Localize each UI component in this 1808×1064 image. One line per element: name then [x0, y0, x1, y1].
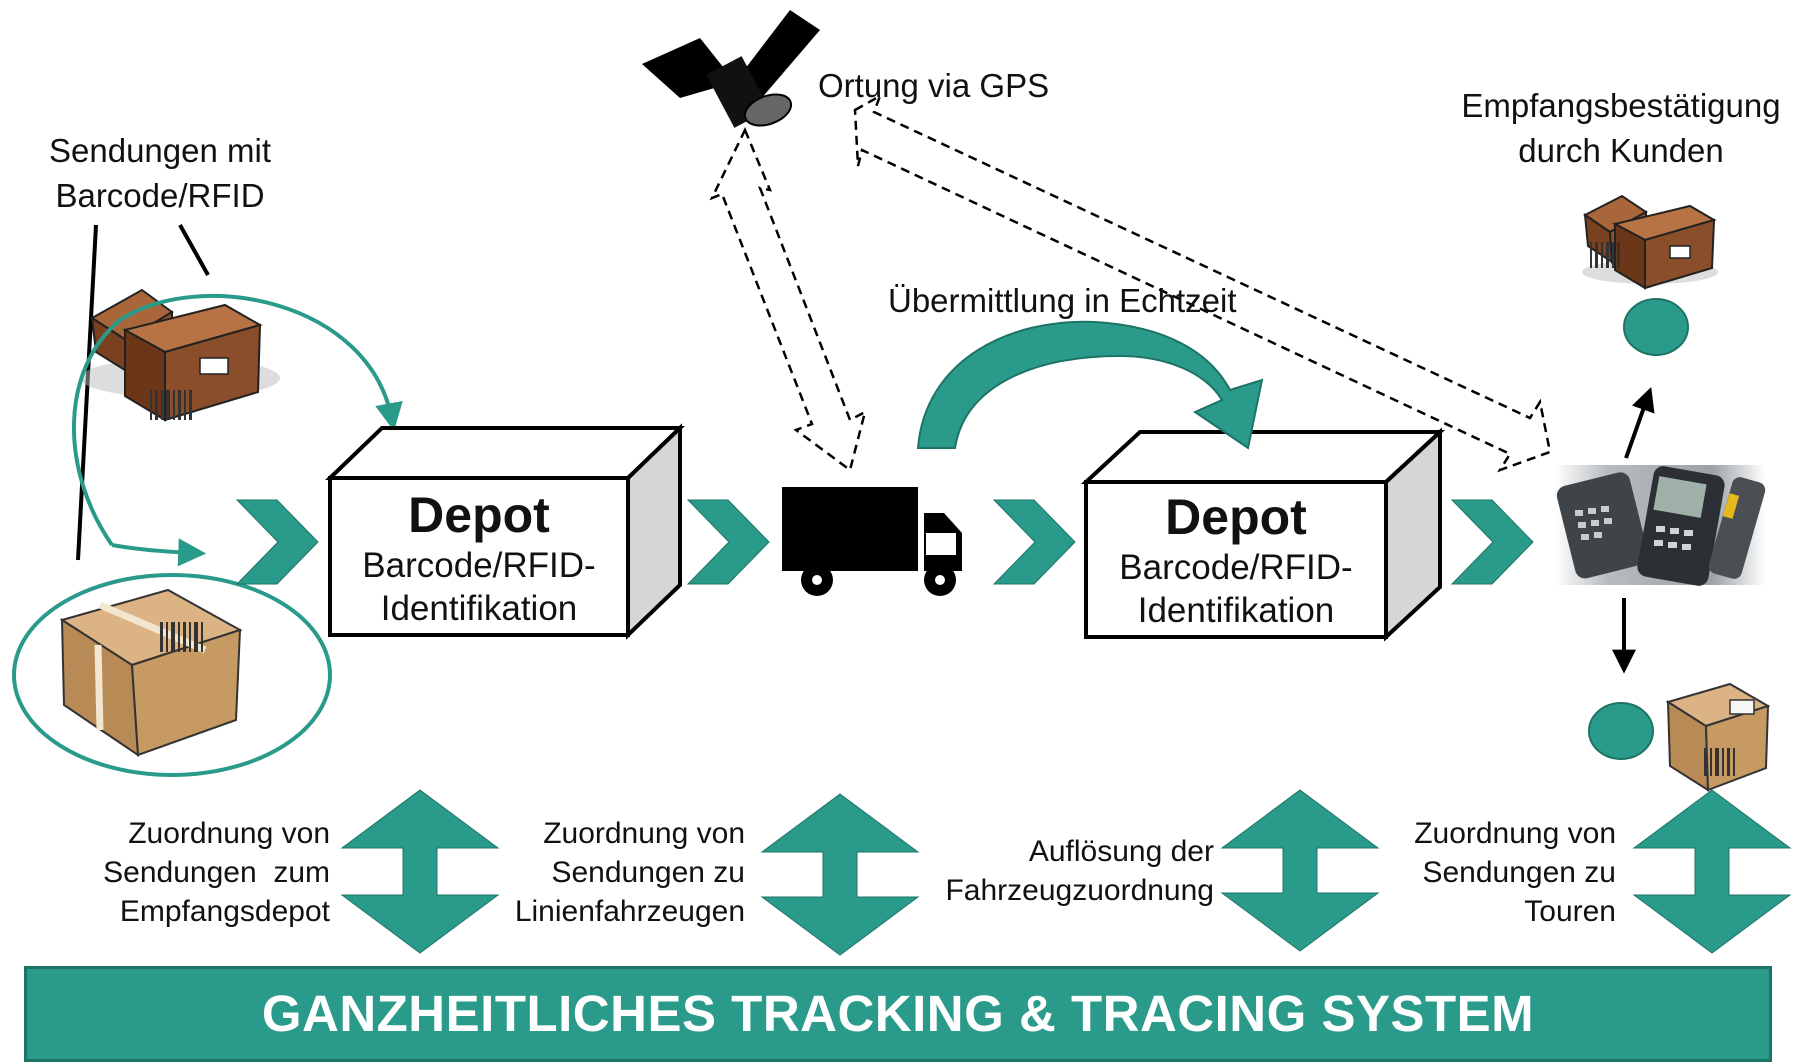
depot-box-1 [325, 423, 685, 640]
realtime-transfer-label: Übermittlung in Echtzeit [888, 278, 1236, 323]
depot-subtitle: Identifikation [380, 589, 578, 628]
assignment-line: Zuordnung von [543, 817, 745, 850]
depot-subtitle: Barcode/RFID- [362, 546, 596, 585]
tracking-system-banner-text: GANZHEITLICHES TRACKING & TRACING SYSTEM [261, 985, 1535, 1042]
shipments-label-line: Sendungen mit [49, 132, 271, 169]
parcel-icon [59, 588, 243, 757]
realtime-transfer-label-text: Übermittlung in Echtzeit [888, 282, 1237, 319]
assignment-line: Sendungen zum [103, 856, 330, 889]
assignment-label-3: Auflösung der Fahrzeugzuordnung [900, 832, 1214, 910]
assignment-line: Zuordnung von [1414, 817, 1616, 850]
satellite-icon [642, 10, 820, 128]
status-dot-tour [1588, 702, 1654, 760]
depot-title: Depot [1165, 489, 1307, 545]
crate-icon [80, 288, 280, 422]
parcel-icon [1665, 682, 1771, 792]
label-pointer-line [76, 224, 98, 561]
loop-arrow-top [71, 293, 403, 547]
assignment-arrow-1 [340, 789, 500, 954]
depot-box-2 [1080, 427, 1446, 642]
tracking-system-banner: GANZHEITLICHES TRACKING & TRACING SYSTEM [24, 966, 1772, 1062]
flow-chevron-1 [235, 499, 319, 585]
receipt-confirmation-label: Empfangsbestätigung durch Kunden [1436, 83, 1806, 173]
gps-label: Ortung via GPS [818, 63, 1049, 108]
assignment-line: Empfangsdepot [119, 895, 330, 928]
depot-title: Depot [408, 487, 550, 543]
flow-chevron-2 [686, 499, 770, 585]
depot-label-1: Depot Barcode/RFID- Identifikation [334, 486, 624, 630]
receipt-confirmation-line: durch Kunden [1518, 132, 1724, 169]
assignment-label-1: Zuordnung von Sendungen zum Empfangsdepo… [40, 814, 330, 931]
assignment-label-4: Zuordnung von Sendungen zu Touren [1360, 814, 1616, 931]
assignment-line: Sendungen zu [551, 856, 745, 889]
flow-chevron-3 [992, 499, 1076, 585]
gps-label-text: Ortung via GPS [818, 67, 1050, 104]
flow-chevron-4 [1450, 499, 1534, 585]
assignment-arrow-2 [760, 793, 920, 956]
depot-subtitle: Identifikation [1137, 591, 1335, 630]
parcel-group-circle [12, 573, 332, 777]
assignment-line: Auflösung der [1028, 835, 1214, 868]
truck-icon [782, 487, 962, 596]
loop-arrow-bottom [111, 538, 207, 567]
assignment-arrow-3 [1220, 789, 1380, 952]
receipt-confirmation-line: Empfangsbestätigung [1461, 87, 1781, 124]
status-dot-confirmation [1623, 298, 1689, 356]
gps-link-truck-arrow [709, 126, 867, 473]
assignment-label-2: Zuordnung von Sendungen zu Linienfahrzeu… [440, 814, 745, 931]
assignment-line: Touren [1524, 895, 1616, 928]
scanner-up-arrow [1624, 386, 1655, 459]
label-pointer-line [178, 224, 210, 276]
shipments-label-line: Barcode/RFID [55, 177, 265, 214]
crate-icon [1582, 194, 1718, 290]
handheld-scanner-icon [1555, 465, 1766, 586]
realtime-transfer-arrow [916, 320, 1264, 450]
depot-label-2: Depot Barcode/RFID- Identifikation [1090, 488, 1382, 632]
assignment-line: Fahrzeugzuordnung [945, 874, 1214, 907]
assignment-arrow-4 [1632, 789, 1792, 954]
assignment-line: Zuordnung von [128, 817, 330, 850]
assignment-line: Sendungen zu [1422, 856, 1616, 889]
shipments-label: Sendungen mit Barcode/RFID [20, 128, 300, 218]
assignment-line: Linienfahrzeugen [514, 895, 745, 928]
depot-subtitle: Barcode/RFID- [1119, 548, 1353, 587]
